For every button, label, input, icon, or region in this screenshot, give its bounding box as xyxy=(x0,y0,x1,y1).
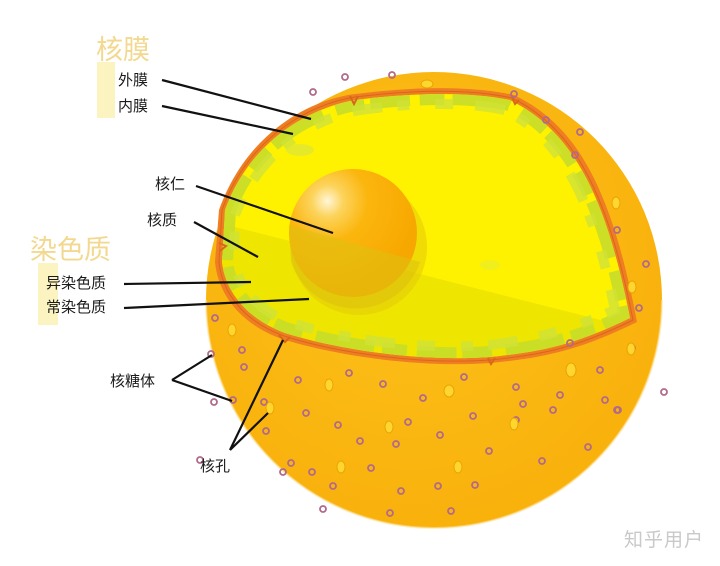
inner-membrane-label: 内膜 xyxy=(118,97,149,115)
granules xyxy=(227,79,637,474)
ribosomes xyxy=(196,71,668,517)
watermark: 知乎用户 xyxy=(623,529,704,551)
leader-lines xyxy=(123,78,334,451)
nuclear-envelope-title: 核膜 xyxy=(96,35,150,66)
ribosome-label: 核糖体 xyxy=(110,372,156,390)
nucleoplasm-label: 核质 xyxy=(147,211,178,229)
heterochromatin-label: 异染色质 xyxy=(46,274,107,292)
nuclear-pore-label: 核孔 xyxy=(200,457,231,475)
membrane-group-highlight xyxy=(97,62,115,118)
chromatin-title: 染色质 xyxy=(30,235,111,266)
nucleolus-label: 核仁 xyxy=(155,175,186,193)
euchromatin-label: 常染色质 xyxy=(46,298,107,316)
chromatin-group-highlight xyxy=(38,263,58,325)
outer-membrane-label: 外膜 xyxy=(118,71,149,89)
